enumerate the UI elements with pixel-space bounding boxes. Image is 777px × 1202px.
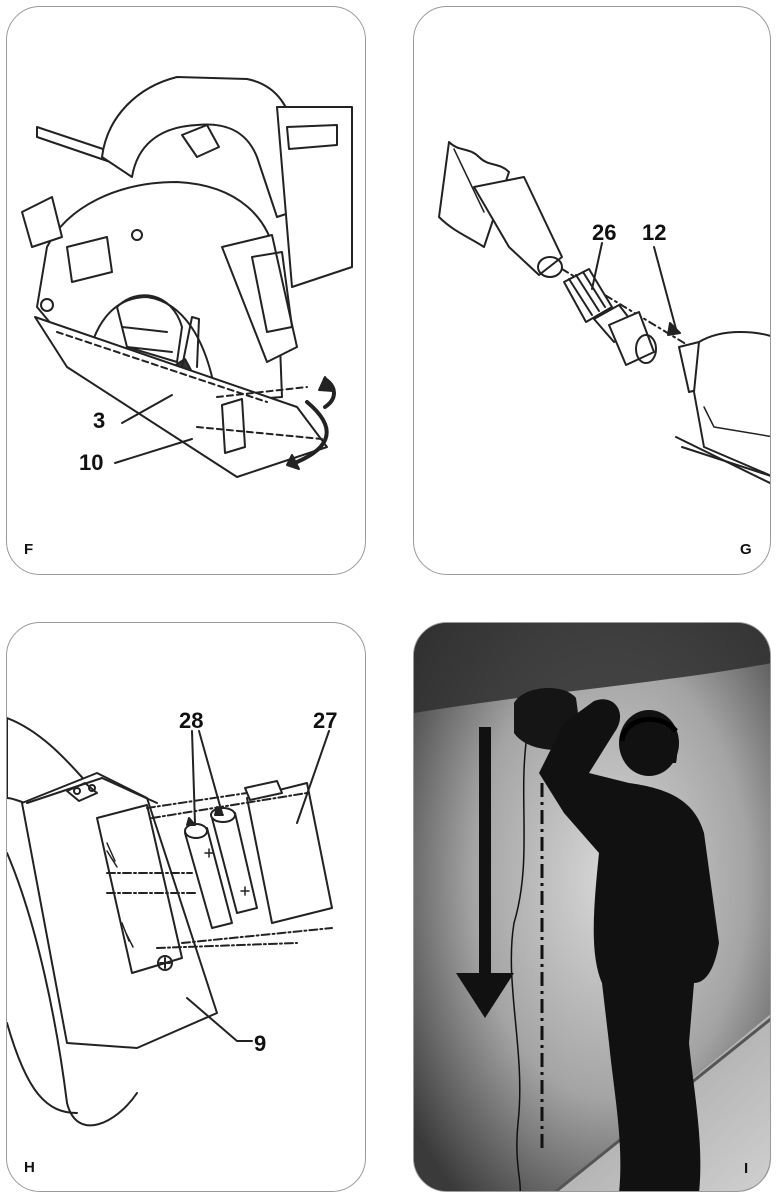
callout-9: 9 bbox=[254, 1031, 266, 1056]
battery-compartment-illustration: 28 27 9 bbox=[7, 708, 337, 1127]
panel-f-letter: F bbox=[24, 541, 34, 558]
callout-10: 10 bbox=[79, 450, 103, 475]
dust-extraction-adapter-illustration: 26 12 bbox=[438, 141, 770, 485]
panel-h-letter: H bbox=[24, 1159, 35, 1176]
panel-g: 26 12 G bbox=[413, 6, 771, 575]
circular-saw-illustration: 3 10 bbox=[21, 76, 353, 478]
down-arrow-shaft bbox=[479, 727, 491, 977]
panel-i-letter: I bbox=[744, 1160, 749, 1177]
panel-g-letter: G bbox=[740, 541, 752, 558]
callout-27: 27 bbox=[313, 708, 337, 733]
callout-28: 28 bbox=[179, 708, 203, 733]
callout-3: 3 bbox=[93, 408, 105, 433]
callout-12: 12 bbox=[642, 220, 666, 245]
panel-f: 3 10 F bbox=[6, 6, 366, 575]
panel-h: 28 27 9 H bbox=[6, 622, 366, 1192]
down-arrow-head bbox=[456, 973, 514, 1018]
callout-26: 26 bbox=[592, 220, 616, 245]
wall-cutting-photo bbox=[414, 623, 770, 1191]
panel-i: I bbox=[413, 622, 771, 1192]
